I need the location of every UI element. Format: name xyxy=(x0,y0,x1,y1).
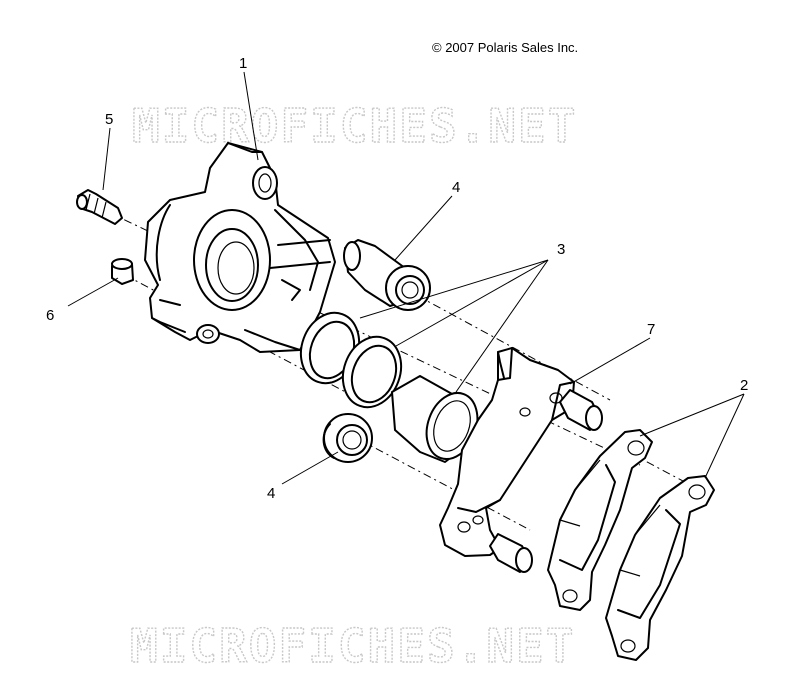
callout-1: 1 xyxy=(239,55,247,72)
brake-pad-outer xyxy=(547,429,653,611)
callout-5: 5 xyxy=(105,111,113,128)
upper-pin-boot xyxy=(343,239,431,311)
leader-lines xyxy=(67,71,745,485)
bleeder-screw xyxy=(76,189,123,225)
copyright-text: © 2007 Polaris Sales Inc. xyxy=(432,40,578,55)
callout-2: 2 xyxy=(740,377,748,394)
callout-7: 7 xyxy=(647,321,655,338)
piston xyxy=(391,375,479,463)
piston-seals xyxy=(299,311,403,409)
callout-6: 6 xyxy=(46,307,54,324)
lower-pin-boot xyxy=(322,413,373,463)
watermark-bottom: MICROFICHES.NET xyxy=(130,619,575,673)
callout-4-lower: 4 xyxy=(267,485,275,502)
callout-3: 3 xyxy=(557,241,565,258)
bleeder-cap xyxy=(111,258,134,285)
brake-pad-inner xyxy=(605,475,715,661)
caliper-body xyxy=(144,142,336,353)
caliper-bracket xyxy=(439,347,603,573)
callout-4-upper: 4 xyxy=(452,179,460,196)
watermark-top: MICROFICHES.NET xyxy=(132,99,577,153)
